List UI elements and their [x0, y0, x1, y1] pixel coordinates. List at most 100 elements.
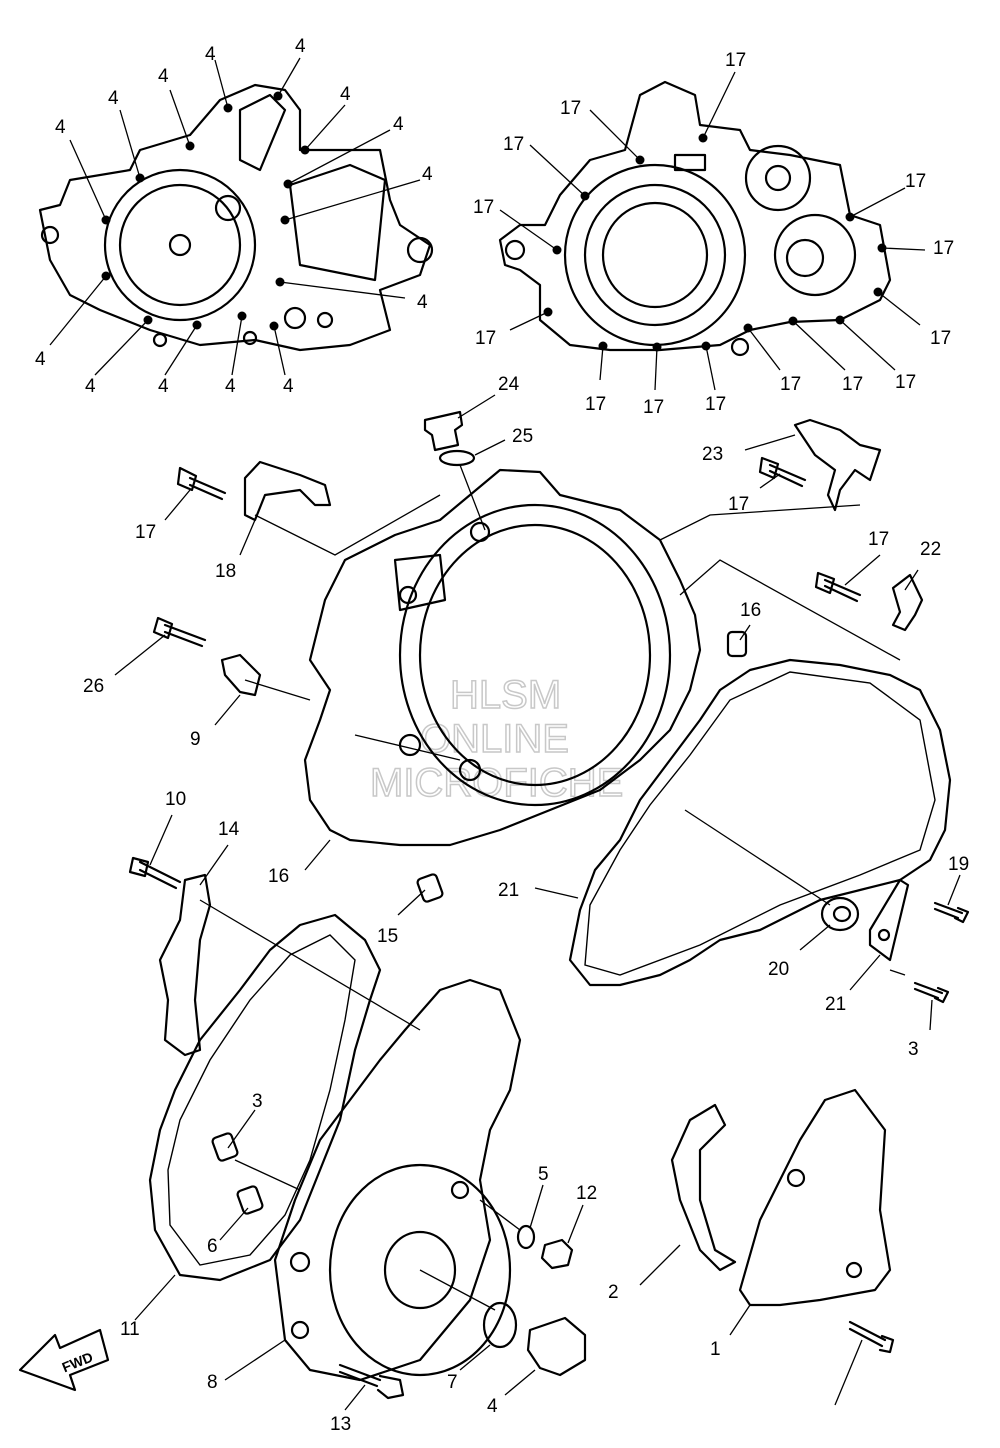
bolt-4-bottom	[338, 1363, 405, 1400]
callout-4: 4	[417, 292, 428, 313]
callout-15: 21	[498, 880, 519, 901]
callout-11: 1	[710, 1339, 721, 1360]
right-case-hole-1	[504, 239, 526, 261]
callout-17: 17	[895, 372, 916, 393]
callout-4: 4	[108, 88, 119, 109]
cover-1-hole-2	[289, 1251, 311, 1273]
callout-25: 25	[512, 426, 533, 447]
callout-4: 4	[225, 376, 236, 397]
crankcase-cover-bore	[398, 503, 672, 807]
callout-3: 3	[252, 1091, 263, 1112]
callout-17: 17	[842, 374, 863, 395]
callout-24: 24	[498, 374, 520, 395]
crankcase-cover-outline	[303, 468, 702, 847]
cover-1-bore	[328, 1163, 512, 1377]
callout-17: 17	[475, 328, 496, 349]
sprocket-cover-11	[738, 1088, 892, 1307]
crankcase-cover-boss	[393, 553, 447, 612]
right-case-bolt-view	[498, 80, 892, 357]
dowel-pin-16b	[416, 873, 444, 903]
bolt-21a	[933, 901, 970, 924]
callout-14: 16	[268, 866, 289, 887]
right-case-big-circle	[563, 163, 747, 347]
plate-20	[868, 878, 910, 962]
callout-17: 17	[930, 328, 951, 349]
bracket-18	[243, 460, 332, 522]
callout-17: 17	[135, 522, 156, 543]
callout-17: 17	[560, 98, 581, 119]
callout-1: 8	[207, 1372, 218, 1393]
cover-1-hub	[383, 1230, 457, 1310]
callout-17: 17	[585, 394, 606, 415]
callouts: 4 4 4 4 4 4 4 4 4 4 4 4 4 4 17 17 17 17 …	[35, 36, 969, 1435]
bolt-17-left-lower	[152, 616, 207, 648]
callout-19: 20	[768, 959, 789, 980]
dowel-pin-3b	[236, 1185, 264, 1215]
crankcase-cover	[303, 468, 702, 847]
callout-4: 4	[422, 164, 433, 185]
callout-17: 17	[473, 197, 494, 218]
callout-17: 17	[725, 50, 746, 71]
callout-16: 15	[377, 926, 398, 947]
left-cover-hole-7	[152, 332, 168, 348]
gasket-15-inner	[584, 671, 936, 976]
callout-9: 10	[165, 789, 186, 810]
bolt-17-right-lower	[814, 571, 862, 603]
plate-10	[158, 873, 212, 1057]
fwd-arrow-icon	[18, 1328, 110, 1392]
left-cover-hole-2	[406, 236, 434, 264]
bolt-9	[128, 856, 182, 890]
callout-4: 4	[393, 114, 404, 135]
callout-8: 7	[447, 1372, 458, 1393]
bolt-17-right-upper	[758, 456, 807, 488]
left-cover-hole-4	[316, 311, 334, 329]
callout-4: 4	[205, 44, 216, 65]
callout-4: 13	[330, 1414, 351, 1435]
callout-21: 3	[908, 1039, 919, 1060]
callout-4: 4	[295, 36, 306, 57]
callout-4: 4	[158, 376, 169, 397]
crankcase-cover-bore-inner	[418, 523, 652, 787]
callout-17: 17	[905, 171, 926, 192]
callout-7: 4	[487, 1396, 498, 1417]
left-cover-hole-3	[283, 306, 307, 330]
oil-seal-19-inner	[832, 905, 852, 923]
right-case-bore-1	[744, 144, 812, 212]
callout-16: 16	[740, 600, 761, 621]
plug-7	[526, 1316, 587, 1377]
left-cover-main-circle	[103, 168, 257, 322]
callout-4: 4	[283, 376, 294, 397]
callout-4: 4	[35, 349, 46, 370]
gasket-15	[568, 658, 952, 987]
left-cover-slot	[238, 93, 287, 172]
watermark: HLSM ONLINE MICROFICHE	[369, 672, 624, 806]
callout-4: 4	[85, 376, 96, 397]
bolt-17-left-upper	[176, 466, 227, 501]
callout-18: 18	[215, 561, 236, 582]
left-cover-hole-6	[242, 330, 258, 346]
callout-20: 21	[825, 994, 846, 1015]
callout-21: 19	[948, 854, 969, 875]
plate-20-hole	[877, 928, 891, 942]
o-ring-8	[482, 1301, 518, 1349]
callout-6: 5	[538, 1164, 549, 1185]
left-cover-inner-circle	[118, 183, 242, 307]
watermark-line-2: ONLINE	[420, 717, 569, 761]
assembly-lines	[199, 464, 906, 1311]
o-ring-6	[516, 1224, 536, 1250]
o-ring-25	[438, 449, 476, 467]
right-case-inner-circle	[601, 201, 709, 309]
left-cover-hole-5	[214, 194, 242, 222]
cover-1	[273, 978, 522, 1382]
right-case-mid-circle	[583, 183, 727, 327]
callout-17: 17	[868, 529, 889, 550]
left-cover-hub	[168, 233, 192, 257]
watermark-line-1: HLSM	[450, 673, 561, 717]
callout-4: 4	[55, 117, 66, 138]
right-case-bore-1-inner	[764, 164, 792, 192]
right-case-outline	[498, 80, 892, 352]
callout-22: 22	[920, 539, 941, 560]
left-cover-hole-1	[40, 225, 60, 245]
